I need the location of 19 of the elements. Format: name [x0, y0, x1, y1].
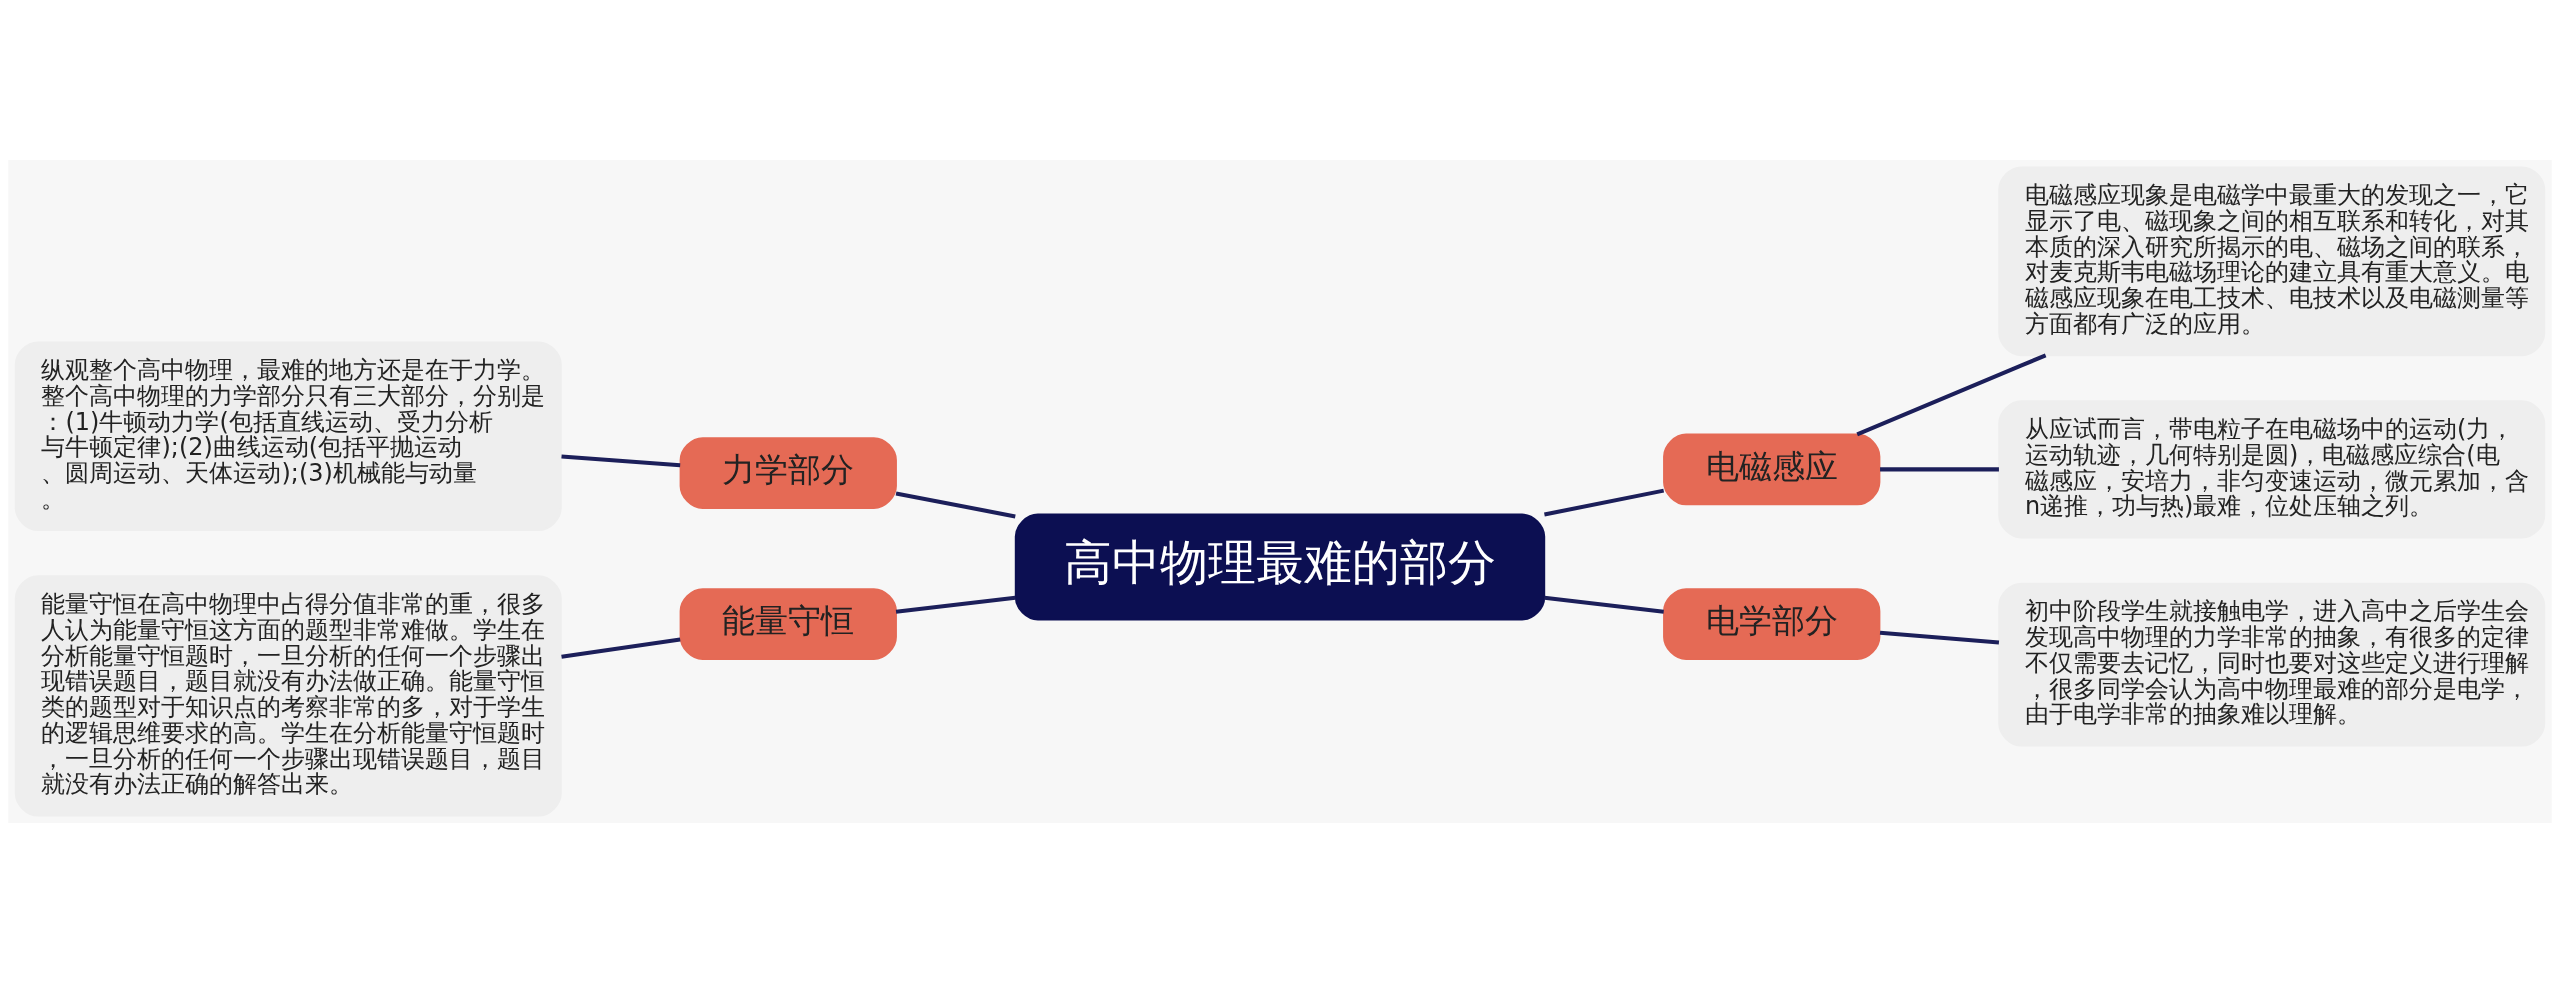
node-box: 初中阶段学生就接触电学，进入高中之后学生会发现高中物理的力学非常的抽象，有很多的定律不仅需要去记忆，同时也要对这些定义进行理解，很多同学会认为高中物理最难的部分是电学，由于电学非常的抽象难以理解。	[1998, 582, 2546, 747]
node-box: 能量守恒	[679, 588, 897, 660]
node-box: 高中物理最难的部分	[1014, 513, 1546, 621]
node-box: 电磁感应	[1663, 433, 1881, 506]
node-box: 从应试而言，带电粒子在电磁场中的运动(力，运动轨迹，几何特别是圆)，电磁感应综合(电磁感应，安培力，非匀变速运动，微元累加，含n递推，功与热)最难，位处压轴之列。	[1998, 400, 2546, 539]
connector	[561, 637, 681, 659]
connector	[895, 491, 1016, 519]
connector	[1879, 630, 2000, 645]
node-box: 电学部分	[1663, 588, 1881, 660]
connector	[1856, 353, 2047, 437]
node-box: 能量守恒在高中物理中占得分值非常的重，很多人认为能量守恒这方面的题型非常难做。学生在分析能量守恒题时，一旦分析的任何一个步骤出现错误题目，题目就没有办法做正确。能量守恒类的题型对于知识点的考察非常的多，对于学生的逻辑思维要求的高。学生在分析能量守恒题时，一旦分析的任何一个步骤出现错误题目，题目就没有办法正确的解答出来。	[14, 575, 562, 817]
connector	[1544, 488, 1665, 517]
connector	[1544, 595, 1664, 614]
connector	[1880, 467, 1999, 472]
connector	[895, 595, 1016, 614]
node-box: 纵观整个高中物理，最难的地方还是在于力学。整个高中物理的力学部分只有三大部分，分别是：(1)牛顿动力学(包括直线运动、受力分析与牛顿定律);(2)曲线运动(包括平抛运动、圆周运动、天体运动);(3)机械能与动量。	[14, 341, 562, 532]
node-box: 力学部分	[679, 437, 897, 509]
node-box: 电磁感应现象是电磁学中最重大的发现之一，它显示了电、磁现象之间的相互联系和转化，对其本质的深入研究所揭示的电、磁场之间的联系，对麦克斯韦电磁场理论的建立具有重大意义。电磁感应现象在电工技术、电技术以及电磁测量等方面都有广泛的应用。	[1998, 166, 2546, 357]
connector	[561, 454, 681, 468]
